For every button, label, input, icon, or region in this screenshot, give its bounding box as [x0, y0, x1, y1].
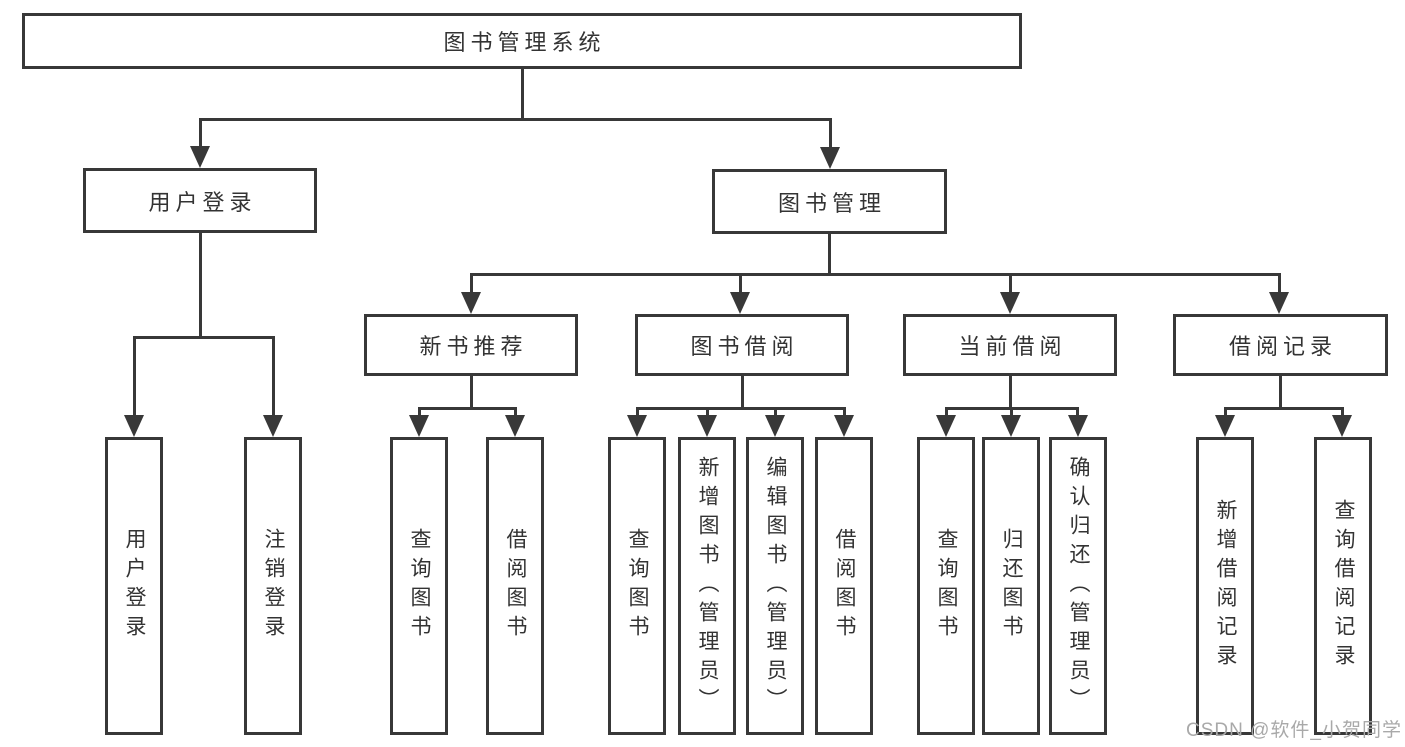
connector-line: [1076, 407, 1079, 420]
leaf-label: 查询图书: [408, 528, 431, 644]
arrowhead-down-icon: [409, 415, 429, 437]
arrowhead-down-icon: [190, 146, 210, 168]
leaf-label: 归还图书: [1000, 528, 1023, 644]
watermark: CSDN @软件_小贺同学: [1186, 720, 1402, 741]
leaf-borrow-borrow-books: 借阅图书: [815, 437, 873, 735]
arrowhead-down-icon: [1068, 415, 1088, 437]
arrowhead-down-icon: [730, 292, 750, 314]
arrowhead-down-icon: [627, 415, 647, 437]
arrowhead-down-icon: [1000, 292, 1020, 314]
leaf-current-confirm-return-admin: 确认归还（管理员）: [1049, 437, 1107, 735]
connector-line: [1010, 407, 1013, 420]
leaf-current-query-books: 查询图书: [917, 437, 975, 735]
leaf-label: 注销登录: [262, 528, 285, 644]
connector-line: [470, 273, 1281, 276]
connector-line: [1279, 376, 1282, 409]
connector-line: [1009, 376, 1012, 409]
leaf-borrow-query-books: 查询图书: [608, 437, 666, 735]
arrowhead-down-icon: [461, 292, 481, 314]
connector-line: [199, 118, 832, 121]
connector-line: [133, 336, 275, 339]
connector-line: [1278, 273, 1281, 294]
arrowhead-down-icon: [1269, 292, 1289, 314]
connector-line: [470, 273, 473, 294]
leaf-user-login: 用户登录: [105, 437, 163, 735]
connector-line: [1224, 407, 1227, 420]
node-current-borrow-label: 当前借阅: [958, 334, 1067, 359]
arrowhead-down-icon: [820, 147, 840, 169]
leaf-label: 编辑图书（管理员）: [764, 455, 787, 717]
connector-line: [418, 407, 517, 410]
arrowhead-down-icon: [1332, 415, 1352, 437]
node-book-management: 图书管理: [712, 169, 947, 234]
node-new-book-rec-label: 新书推荐: [419, 334, 528, 359]
leaf-label: 查询借阅记录: [1332, 499, 1355, 673]
node-user-login-label: 用户登录: [148, 189, 257, 215]
leaf-label: 借阅图书: [504, 528, 527, 644]
connector-line: [741, 376, 744, 409]
connector-line: [1224, 407, 1344, 410]
leaf-rec-query-books: 查询图书: [390, 437, 448, 735]
connector-line: [418, 407, 421, 420]
arrowhead-down-icon: [124, 415, 144, 437]
connector-line: [133, 336, 136, 418]
arrowhead-down-icon: [765, 415, 785, 437]
leaf-records-add-record: 新增借阅记录: [1196, 437, 1254, 735]
arrowhead-down-icon: [263, 415, 283, 437]
connector-line: [706, 407, 709, 420]
leaf-borrow-edit-books-admin: 编辑图书（管理员）: [746, 437, 804, 735]
node-borrow-records-label: 借阅记录: [1228, 334, 1337, 359]
node-current-borrow: 当前借阅: [903, 314, 1117, 376]
connector-line: [470, 376, 473, 409]
connector-line: [1341, 407, 1344, 420]
leaf-records-query-record: 查询借阅记录: [1314, 437, 1372, 735]
node-root-label: 图书管理系统: [443, 30, 606, 55]
node-book-borrow-label: 图书借阅: [690, 334, 799, 359]
arrowhead-down-icon: [697, 415, 717, 437]
connector-line: [829, 118, 832, 148]
arrowhead-down-icon: [834, 415, 854, 437]
leaf-current-return-books: 归还图书: [982, 437, 1040, 735]
connector-line: [514, 407, 517, 420]
connector-line: [945, 407, 948, 420]
connector-line: [199, 233, 202, 338]
node-book-borrow: 图书借阅: [635, 314, 849, 376]
arrowhead-down-icon: [1215, 415, 1235, 437]
connector-line: [843, 407, 846, 420]
arrowhead-down-icon: [936, 415, 956, 437]
leaf-rec-borrow-books: 借阅图书: [486, 437, 544, 735]
leaf-label: 确认归还（管理员）: [1067, 455, 1090, 717]
connector-line: [199, 118, 202, 148]
connector-line: [272, 336, 275, 418]
node-book-management-label: 图书管理: [777, 190, 886, 216]
node-user-login: 用户登录: [83, 168, 317, 233]
connector-line: [636, 407, 639, 420]
leaf-label: 查询图书: [626, 528, 649, 644]
leaf-logout: 注销登录: [244, 437, 302, 735]
leaf-label: 新增图书（管理员）: [696, 455, 719, 717]
arrowhead-down-icon: [1001, 415, 1021, 437]
connector-line: [636, 407, 845, 410]
connector-line: [828, 234, 831, 274]
connector-line: [774, 407, 777, 420]
leaf-borrow-add-books-admin: 新增图书（管理员）: [678, 437, 736, 735]
node-new-book-rec: 新书推荐: [364, 314, 578, 376]
leaf-label: 借阅图书: [833, 528, 856, 644]
arrowhead-down-icon: [505, 415, 525, 437]
leaf-label: 查询图书: [935, 528, 958, 644]
leaf-label: 用户登录: [123, 528, 146, 644]
connector-line: [739, 273, 742, 294]
node-borrow-records: 借阅记录: [1173, 314, 1388, 376]
connector-line: [521, 68, 524, 118]
connector-line: [1009, 273, 1012, 294]
node-root: 图书管理系统: [22, 13, 1022, 69]
leaf-label: 新增借阅记录: [1214, 499, 1237, 673]
